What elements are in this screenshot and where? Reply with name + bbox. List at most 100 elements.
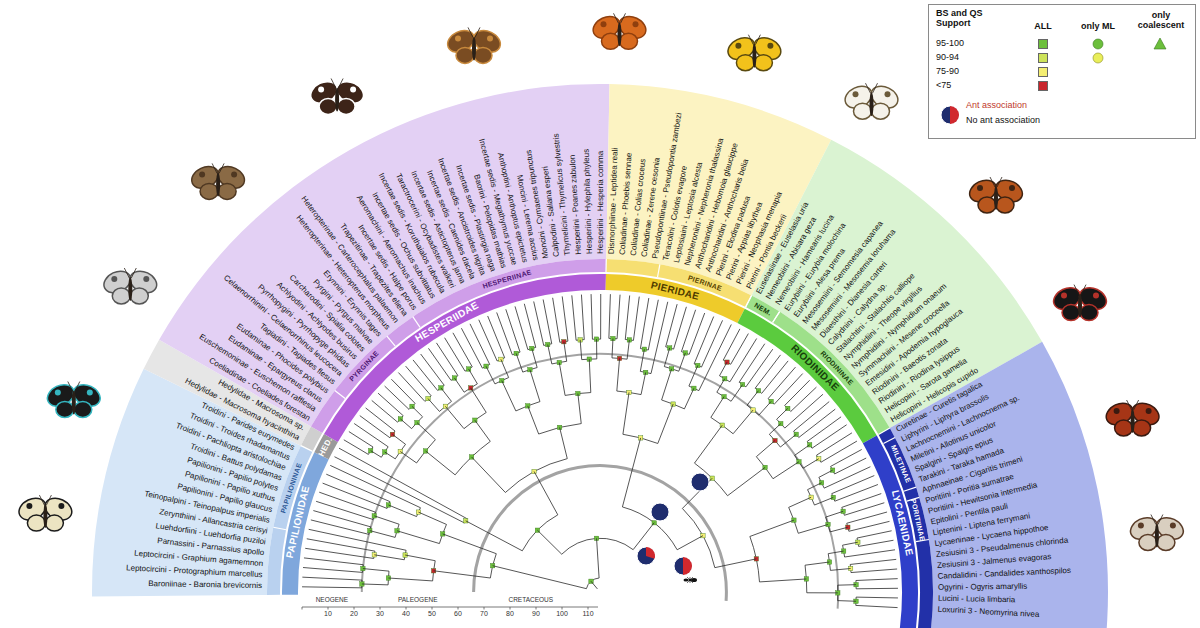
tree-root xyxy=(591,581,597,589)
tree-branch xyxy=(524,304,535,348)
tree-branch xyxy=(560,427,568,458)
ant-pie xyxy=(651,503,669,521)
subfamily-divider xyxy=(387,336,395,346)
tree-branch xyxy=(730,339,757,382)
tree-branch xyxy=(720,362,728,376)
legend-text-wrap: Ant association xyxy=(966,101,1027,111)
legend-text-wrap: <75 xyxy=(936,81,951,91)
tree-branch xyxy=(363,569,389,572)
axis-number: 30 xyxy=(376,610,384,617)
tree-branch xyxy=(374,555,404,560)
legend-text-wrap: 95-100 xyxy=(936,39,964,49)
support-square xyxy=(372,514,376,518)
tree-branch xyxy=(640,349,644,371)
tree-branch xyxy=(378,393,403,416)
tree-branch xyxy=(316,501,373,519)
tree-branch xyxy=(731,385,743,402)
butterfly-photo xyxy=(15,494,75,531)
tree-branch xyxy=(385,452,396,459)
tree-branch xyxy=(309,529,406,550)
taxon-label: Hesperiini - Hesperia comma xyxy=(597,151,605,254)
tree-branch xyxy=(774,374,802,405)
axis-number-wrap: 10 xyxy=(324,610,332,617)
legend-swatch xyxy=(1038,67,1048,77)
taxon-label: Dismorphiinae - Leptidea reali xyxy=(608,148,620,254)
legend-box xyxy=(929,5,1196,139)
tree-branch xyxy=(330,465,420,507)
tree-branch xyxy=(479,320,497,361)
tree-branch xyxy=(471,388,487,413)
butterfly-photo xyxy=(590,12,650,49)
tree-branch xyxy=(543,299,552,343)
tree-branch xyxy=(370,531,395,538)
subfamily-divider xyxy=(746,295,752,307)
tree-branch xyxy=(388,578,432,581)
tree-branch xyxy=(759,401,771,415)
axis-number: 80 xyxy=(506,610,514,617)
taxon-label-wrap: Hesperiini - Poanes zabulon xyxy=(569,155,583,255)
tree-branch xyxy=(851,569,897,573)
tree-branch xyxy=(795,445,810,456)
tree-branch xyxy=(828,551,843,554)
tree-branch xyxy=(469,369,478,384)
tree-branch xyxy=(374,516,399,524)
axis-number-wrap: 60 xyxy=(454,610,462,617)
taxon-label: Candalidini - Candalides xanthospilos xyxy=(937,567,1071,581)
subfamily-divider xyxy=(658,264,660,277)
tree-branch xyxy=(441,388,452,402)
ant-pie xyxy=(941,106,959,124)
tree-branch xyxy=(658,404,673,443)
legend-text-wrap: 75-90 xyxy=(936,67,959,77)
tree-branch xyxy=(791,387,817,411)
tree-branch xyxy=(641,372,646,394)
butterfly-photo xyxy=(1127,514,1187,551)
tree-branch xyxy=(572,295,576,340)
legend-text-wrap: No ant association xyxy=(966,116,1040,126)
tree-branch xyxy=(548,345,552,364)
tree-branch xyxy=(799,409,836,437)
tree-branch xyxy=(633,523,654,550)
family-name: PIERIDAE xyxy=(650,280,701,302)
tree-branch xyxy=(304,558,363,565)
tree-branch xyxy=(418,512,446,524)
tree-branch xyxy=(445,338,465,371)
tree-branch xyxy=(780,434,796,447)
tree-branch xyxy=(453,333,472,367)
tree-branch xyxy=(339,448,467,518)
tree-branch xyxy=(844,503,884,516)
tree-branch xyxy=(600,294,601,339)
tree-branch xyxy=(715,559,757,568)
tree-branch xyxy=(434,571,491,578)
support-square xyxy=(386,503,390,507)
tree-branch xyxy=(562,296,568,341)
tree-branch xyxy=(313,511,370,527)
legend-column: only coalescent xyxy=(1132,11,1190,31)
tree-branch xyxy=(405,555,435,561)
tree-branch xyxy=(838,584,856,586)
tree-branch xyxy=(859,540,894,546)
tree-branch xyxy=(362,583,388,585)
taxon-label-wrap: Hesperiini - Hesperia comma xyxy=(597,151,605,254)
tree-branch xyxy=(307,539,375,551)
axis-number-wrap: 40 xyxy=(402,610,410,617)
tree-branch xyxy=(413,360,438,391)
era-name: CRETACEOUS xyxy=(508,597,553,604)
taxon-label-wrap: Candalidini - Candalides xanthospilos xyxy=(937,567,1071,581)
tree-branch xyxy=(843,542,858,545)
support-square xyxy=(499,357,503,361)
tree-branch xyxy=(303,568,363,573)
tree-branch xyxy=(769,424,780,435)
taxon-label-wrap: Lucini - Lucia limbaria xyxy=(938,595,1016,605)
tree-branch xyxy=(443,534,497,554)
tree-branch xyxy=(470,324,490,365)
tree-branch xyxy=(589,359,591,392)
tree-branch xyxy=(302,577,362,580)
tree-branch xyxy=(371,451,382,458)
support-square xyxy=(368,448,372,452)
tree-branch xyxy=(426,451,456,475)
legend-text: No ant association xyxy=(966,116,1040,126)
tree-branch xyxy=(807,417,841,442)
tree-branch xyxy=(428,348,451,380)
axis-number: 110 xyxy=(582,610,593,617)
tree-branch xyxy=(302,587,362,588)
